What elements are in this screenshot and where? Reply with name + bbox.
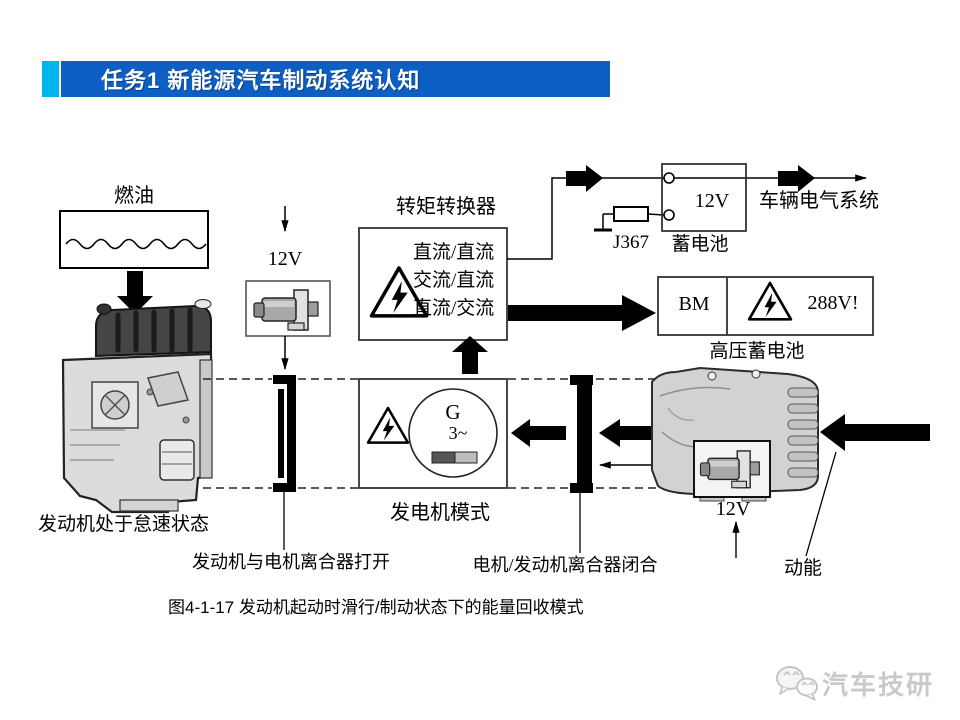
- converter-mode-list: 直流/直流 交流/直流 直流/交流: [413, 239, 505, 323]
- fuel-to-engine-arrow: [117, 271, 153, 314]
- flow-arrow-to-battery: [566, 165, 603, 192]
- generator-phase: 3~: [448, 423, 468, 443]
- generator-mode-box: [358, 378, 508, 489]
- transmission-illustration: [651, 366, 819, 502]
- brand-name: 汽车技研: [822, 669, 935, 700]
- header-bar: 任务1 新能源汽车制动系统认知: [61, 61, 610, 97]
- converter-mode-ac-dc: 交流/直流: [413, 270, 495, 291]
- figure-caption: 图4-1-17 发动机起动时滑行/制动状态下的能量回收模式: [168, 598, 584, 617]
- engine-state-label: 发动机处于怠速状态: [38, 514, 210, 535]
- relay-label: J367: [613, 232, 649, 253]
- battery-label: 蓄电池: [671, 234, 729, 255]
- kinetic-label: 动能: [783, 558, 822, 579]
- brand-footer: 汽车技研: [774, 660, 944, 706]
- torque-converter-label: 转矩转换器: [396, 196, 496, 218]
- header-accent-block: [42, 61, 59, 97]
- converter-mode-dc-dc: 直流/直流: [413, 242, 495, 263]
- closed-clutch-symbol: [570, 375, 593, 553]
- battery-box: [661, 163, 747, 232]
- vehicle-system-label: 车辆电气系统: [759, 190, 879, 212]
- flow-arrow-to-vehicle-system: [778, 165, 815, 192]
- fuel-label: 燃油: [114, 185, 154, 207]
- bm-battery-box: [657, 276, 874, 336]
- energy-flow-arrows: [511, 414, 930, 451]
- starter-motor-12v: [245, 206, 331, 371]
- bm-label: BM: [678, 293, 710, 315]
- battery-voltage-label: 12V: [694, 190, 730, 212]
- converter-mode-dc-ac: 直流/交流: [413, 298, 495, 319]
- dc-wire: [507, 165, 868, 260]
- fuel-tank: [59, 210, 209, 269]
- shaft-dashed-lines: [203, 378, 658, 489]
- generator-mode-label: 发电机模式: [390, 502, 490, 524]
- clutch-open-label: 发动机与电机离合器打开: [192, 552, 390, 572]
- clutch-closed-label: 电机/发动机离合器闭合: [472, 555, 658, 575]
- page-title: 任务1 新能源汽车制动系统认知: [101, 68, 421, 93]
- chat-bubbles-icon: [776, 666, 818, 701]
- transmission-voltage-label: 12V: [715, 498, 751, 520]
- resistor-j367: [594, 206, 665, 232]
- torque-converter-box: [358, 227, 508, 341]
- hv-voltage-label: 288V!: [807, 292, 859, 314]
- hv-flow-arrow: [508, 295, 656, 331]
- generator-slider: [431, 451, 456, 464]
- annotation-lines: [732, 451, 837, 558]
- open-clutch-symbol: [273, 375, 296, 550]
- generator-letter: G: [445, 400, 461, 424]
- generator-to-converter-arrow: [452, 336, 488, 374]
- engine-illustration: [61, 299, 213, 514]
- starter-voltage-label: 12V: [267, 248, 303, 270]
- hv-battery-label: 高压蓄电池: [709, 341, 805, 362]
